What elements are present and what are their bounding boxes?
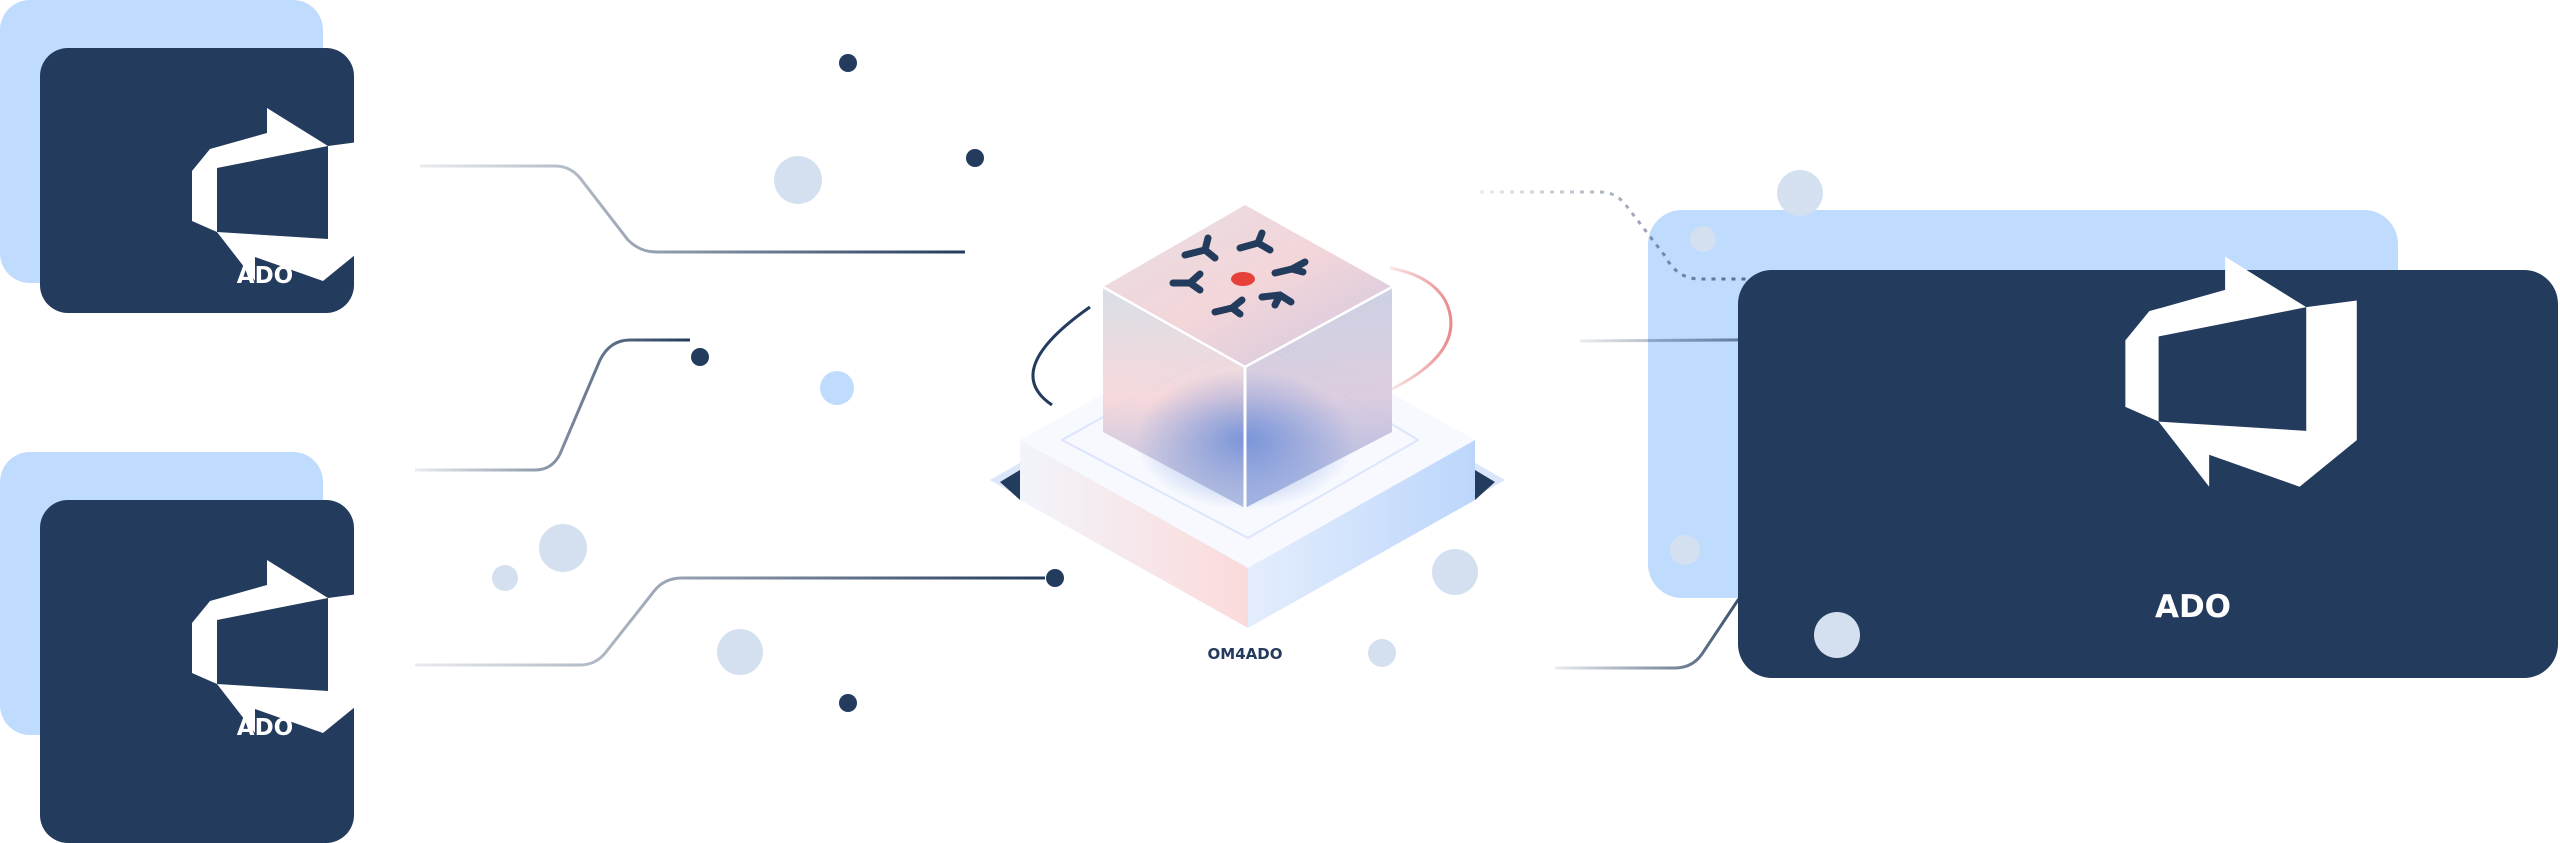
node-label: ADO: [237, 715, 293, 741]
hub-corner-marker: [1000, 470, 1020, 500]
hub-label: OM4ADO: [1208, 645, 1283, 663]
node-label: ADO: [2155, 589, 2231, 625]
om4ado-logo-icon: [1169, 229, 1309, 318]
connectors-right: [1470, 190, 1890, 670]
orbit-arc: [1031, 305, 1091, 407]
node-label: ADO: [237, 263, 293, 289]
orbit-arc: [1389, 266, 1453, 392]
ado-node-top-left[interactable]: ADO: [40, 48, 366, 313]
hub-corner-marker: [1475, 470, 1495, 500]
connector-dots: [691, 54, 1907, 712]
connectors-left: [350, 61, 1045, 705]
om4ado-hub[interactable]: OM4ADO: [990, 205, 1505, 663]
decorative-bubbles: [492, 156, 1860, 675]
ado-node-bottom-left[interactable]: ADO: [40, 500, 366, 843]
ado-node-right[interactable]: ADO: [1738, 256, 2558, 678]
hub-center-dot: [1231, 272, 1255, 286]
